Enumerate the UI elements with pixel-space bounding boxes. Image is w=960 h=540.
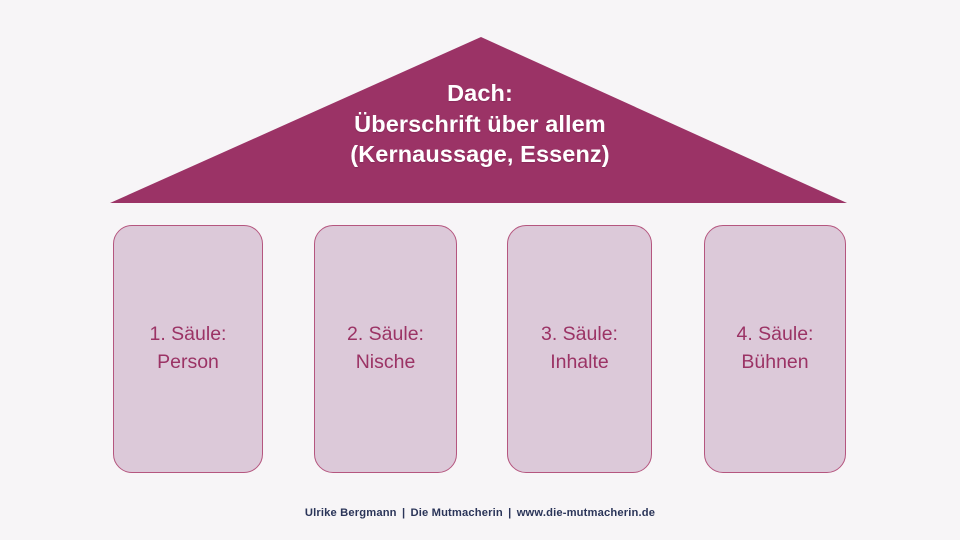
pillar-1[interactable]: 1. Säule: Person	[113, 225, 263, 473]
footer-separator-2: |	[508, 507, 512, 519]
pillar-2-label: 2. Säule: Nische	[347, 320, 424, 378]
pillar-4-label: 4. Säule: Bühnen	[737, 320, 814, 378]
pillar-3-title: 3. Säule:	[541, 323, 618, 345]
pillar-4-subtitle: Bühnen	[741, 351, 809, 373]
pillar-2-subtitle: Nische	[355, 351, 416, 373]
pillar-1-subtitle: Person	[157, 351, 219, 373]
pillar-2[interactable]: 2. Säule: Nische	[314, 225, 457, 473]
footer-author: Ulrike Bergmann	[304, 507, 397, 519]
pillar-3-subtitle: Inhalte	[550, 351, 609, 373]
pillar-1-title: 1. Säule:	[149, 323, 227, 345]
footer-separator-1: |	[401, 507, 406, 519]
footer-website[interactable]: www.die-mutmacherin.de	[516, 507, 656, 519]
roof-triangle-shape	[110, 37, 847, 203]
footer-brand: Die Mutmacherin	[410, 507, 503, 519]
pillar-2-title: 2. Säule:	[347, 323, 424, 345]
pillar-3-label: 3. Säule: Inhalte	[541, 320, 618, 378]
pillar-3[interactable]: 3. Säule: Inhalte	[507, 225, 652, 473]
pillar-4[interactable]: 4. Säule: Bühnen	[704, 225, 846, 473]
pillar-1-label: 1. Säule: Person	[150, 320, 227, 378]
footer-credit: Ulrike Bergmann | Die Mutmacherin | www.…	[0, 505, 960, 521]
pillar-4-title: 4. Säule:	[736, 323, 814, 345]
